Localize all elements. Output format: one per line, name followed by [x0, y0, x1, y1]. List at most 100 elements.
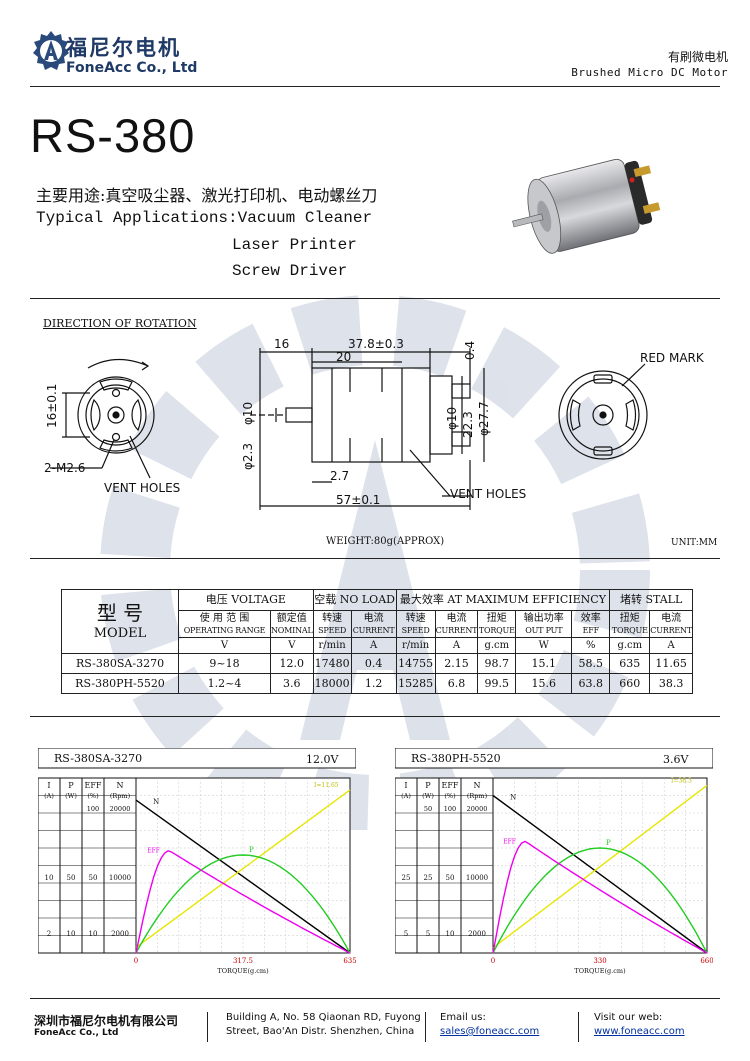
table-cell: 98.7: [477, 653, 517, 674]
axis-top-value: 20000: [467, 805, 488, 813]
axis-low-value: 2: [47, 930, 51, 938]
brand-name-en: FoneAcc Co., Ltd: [66, 60, 198, 76]
speed-line: [492, 794, 708, 954]
axis-mid-value: 10000: [109, 874, 131, 882]
footer-separator: [578, 1012, 579, 1042]
axis-top-value: 100: [87, 805, 99, 813]
vent-holes-label-side: VENT HOLES: [450, 487, 526, 501]
stall-group: 堵转 STALL: [609, 589, 693, 611]
axis-mid-value: 25: [402, 874, 411, 882]
axis-low-value: 5: [404, 930, 408, 938]
page-title: RS-380: [30, 109, 196, 162]
company-logo-icon: [33, 31, 69, 70]
section-divider: [30, 298, 720, 299]
table-cell: 15.6: [515, 673, 573, 694]
footer-separator: [207, 1012, 208, 1042]
dim-16-v: 16±0.1: [45, 384, 59, 428]
power-curve: [135, 854, 351, 954]
axis-unit: (A): [44, 792, 54, 800]
axis-header: P: [425, 781, 431, 790]
direction-label: DIRECTION OF ROTATION: [43, 317, 197, 330]
website-link[interactable]: www.foneacc.com: [594, 1026, 685, 1037]
spec-table: 型 号 MODEL 电压 VOLTAGE 空载 NO LOAD 最大效率 AT …: [61, 589, 693, 694]
unit-cell: g.cm: [477, 637, 517, 654]
axis-header: P: [68, 781, 74, 790]
dim-phi10-a: φ10: [241, 402, 255, 425]
axis-mid-value: 50: [67, 874, 76, 882]
chart-voltage: 12.0V: [306, 753, 339, 766]
unit-cell: g.cm: [609, 637, 651, 654]
table-cell: RS-380PH-5520: [61, 673, 179, 694]
x-tick-label: 317.5: [233, 957, 253, 965]
label-eff: EFF: [147, 848, 160, 855]
footer-company-en: FoneAcc Co., Ltd: [34, 1028, 119, 1038]
current-line: [492, 784, 708, 949]
table-cell: 1.2: [350, 673, 397, 694]
dim-2-7: 2.7: [330, 469, 349, 483]
x-tick-label: 0: [491, 957, 495, 965]
dim-22-3: 22.3: [461, 411, 475, 438]
dim-16: 16: [274, 337, 289, 351]
axis-low-value: 5: [426, 930, 430, 938]
noload-group: 空载 NO LOAD: [312, 589, 397, 611]
weight-label: WEIGHT:80g(APPROX): [326, 536, 445, 547]
dim-0-4: 0.4: [463, 341, 477, 360]
efficiency-curve: [135, 850, 351, 954]
axis-header: N: [474, 781, 481, 790]
axis-unit: (W): [422, 792, 434, 800]
current-line: [135, 789, 351, 948]
table-cell: 9~18: [178, 653, 271, 674]
efficiency-curve: [492, 840, 708, 954]
x-tick-label: 330: [593, 957, 606, 965]
label-i: I=38.3: [671, 777, 692, 784]
label-eff: EFF: [503, 838, 516, 845]
table-cell: 12.0: [270, 653, 314, 674]
table-cell: 15.1: [515, 653, 573, 674]
axis-unit: (W): [65, 792, 77, 800]
x-tick-label: 660: [700, 957, 713, 965]
label-i: I=11.65: [314, 782, 339, 789]
table-cell: 17480: [312, 653, 352, 674]
dim-phi10-b: φ10: [445, 407, 459, 430]
axis-mid-value: 10: [45, 874, 54, 882]
table-cell: 14755: [395, 653, 436, 674]
axis-low-value: 2000: [111, 930, 129, 938]
applications-label: Typical Applications:Vacuum Cleaner: [36, 209, 373, 227]
axis-low-value: 10: [89, 930, 98, 938]
red-mark-label: RED MARK: [640, 351, 705, 365]
applications-cn: 主要用途:真空吸尘器、激光打印机、电动螺丝刀: [36, 186, 378, 205]
axis-mid-value: 50: [89, 874, 98, 882]
axis-unit: (Rpm): [110, 792, 131, 800]
x-axis-label: TORQUE(g.cm): [574, 967, 626, 975]
chart-model-title: RS-380PH-5520: [411, 752, 501, 765]
table-cell: 660: [609, 673, 651, 694]
axis-header: I: [404, 781, 407, 790]
label-n: N: [153, 798, 159, 806]
axis-header: EFF: [85, 781, 102, 790]
footer-separator: [425, 1012, 426, 1042]
axis-low-value: 2000: [468, 930, 486, 938]
axis-mid-value: 25: [424, 874, 433, 882]
table-cell: 3.6: [270, 673, 314, 694]
axis-top-value: 50: [424, 805, 432, 813]
axis-top-value: 100: [444, 805, 456, 813]
footer-web-block: Visit our web: www.foneacc.com: [594, 1012, 685, 1037]
email-link[interactable]: sales@foneacc.com: [440, 1026, 540, 1037]
unit-cell: r/min: [312, 637, 352, 654]
dim-phi2-3: φ2.3: [241, 443, 255, 470]
dim-m2-6: 2-M2.6: [44, 461, 85, 475]
unit-cell: V: [178, 637, 271, 654]
header-divider: [30, 86, 720, 87]
